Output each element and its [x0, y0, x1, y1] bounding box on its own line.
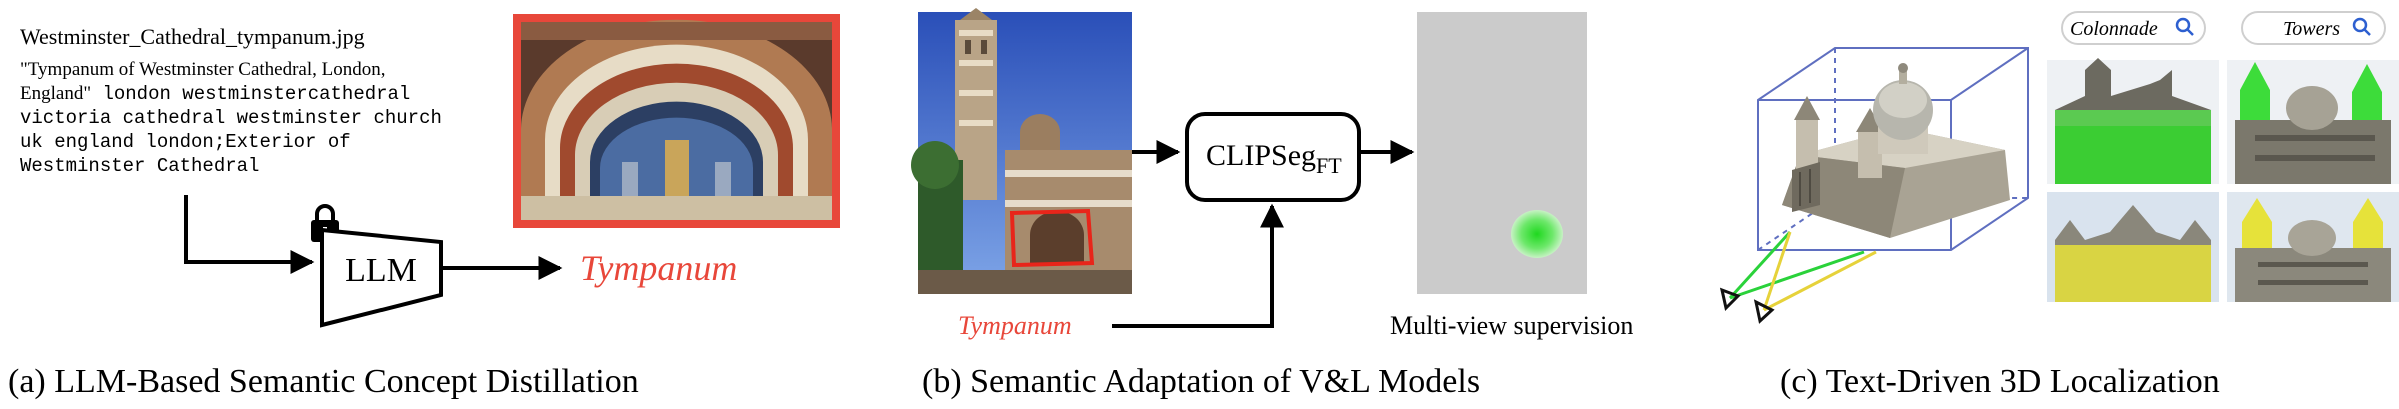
subcaption-a: (a) LLM-Based Semantic Concept Distillat… [8, 363, 639, 400]
caption-text-block: "Tympanum of Westminster Cathedral, Lond… [20, 59, 442, 177]
llm-label: LLM [345, 252, 417, 289]
subcaption-c: (c) Text-Driven 3D Localization [1780, 363, 2220, 400]
query-label: Tympanum [958, 311, 1072, 340]
search-query-towers: Towers [2283, 18, 2340, 40]
camera-icon-1 [1719, 287, 1741, 311]
camera-rays [1728, 230, 1877, 312]
panel-b: Tympanum CLIPSegFT Multi-view supervisio… [911, 8, 1633, 400]
result-towers-view-2 [2227, 192, 2399, 302]
output-concept-label: Tympanum [580, 248, 737, 288]
tympanum-selection-box [1009, 208, 1095, 268]
result-colonnade-view-1 [2047, 58, 2219, 184]
search-pill-colonnade[interactable]: Colonnade [2061, 11, 2206, 45]
search-icon [2352, 17, 2371, 36]
caption-line-1: "Tympanum of Westminster Cathedral, Lond… [20, 59, 385, 80]
clipseg-label: CLIPSegFT [1206, 139, 1342, 178]
supervision-label: Multi-view supervision [1390, 311, 1633, 340]
search-icon [2175, 17, 2194, 36]
caption-line-3: victoria cathedral westminster church [20, 107, 442, 129]
search-pill-towers[interactable]: Towers [2241, 11, 2386, 45]
llm-block [320, 227, 443, 328]
camera-icon-2 [1753, 299, 1775, 324]
cathedral-photo [911, 8, 1132, 294]
clipseg-model-block [1185, 112, 1361, 202]
caption-line-5: Westminster Cathedral [20, 155, 259, 177]
panel-a: Westminster_Cathedral_tympanum.jpg "Tymp… [8, 14, 840, 400]
caption-line-2: England" london westminstercathedral [20, 83, 410, 105]
result-colonnade-view-2 [2047, 192, 2219, 302]
panel-c: Colonnade Towers [1719, 11, 2399, 400]
filename-label: Westminster_Cathedral_tympanum.jpg [20, 24, 365, 49]
segmentation-output [1417, 12, 1587, 294]
caption-line-4: uk england london;Exterior of [20, 131, 351, 153]
green-highlight-blob [1511, 210, 1563, 258]
tympanum-photo [513, 14, 840, 228]
query-to-model-arrow [1112, 203, 1284, 328]
result-towers-view-1 [2227, 60, 2399, 184]
text-to-llm-arrow [184, 195, 315, 274]
cathedral-3d-model [1782, 63, 2010, 238]
subcaption-b: (b) Semantic Adaptation of V&L Models [922, 363, 1480, 400]
search-query-colonnade: Colonnade [2070, 18, 2158, 40]
